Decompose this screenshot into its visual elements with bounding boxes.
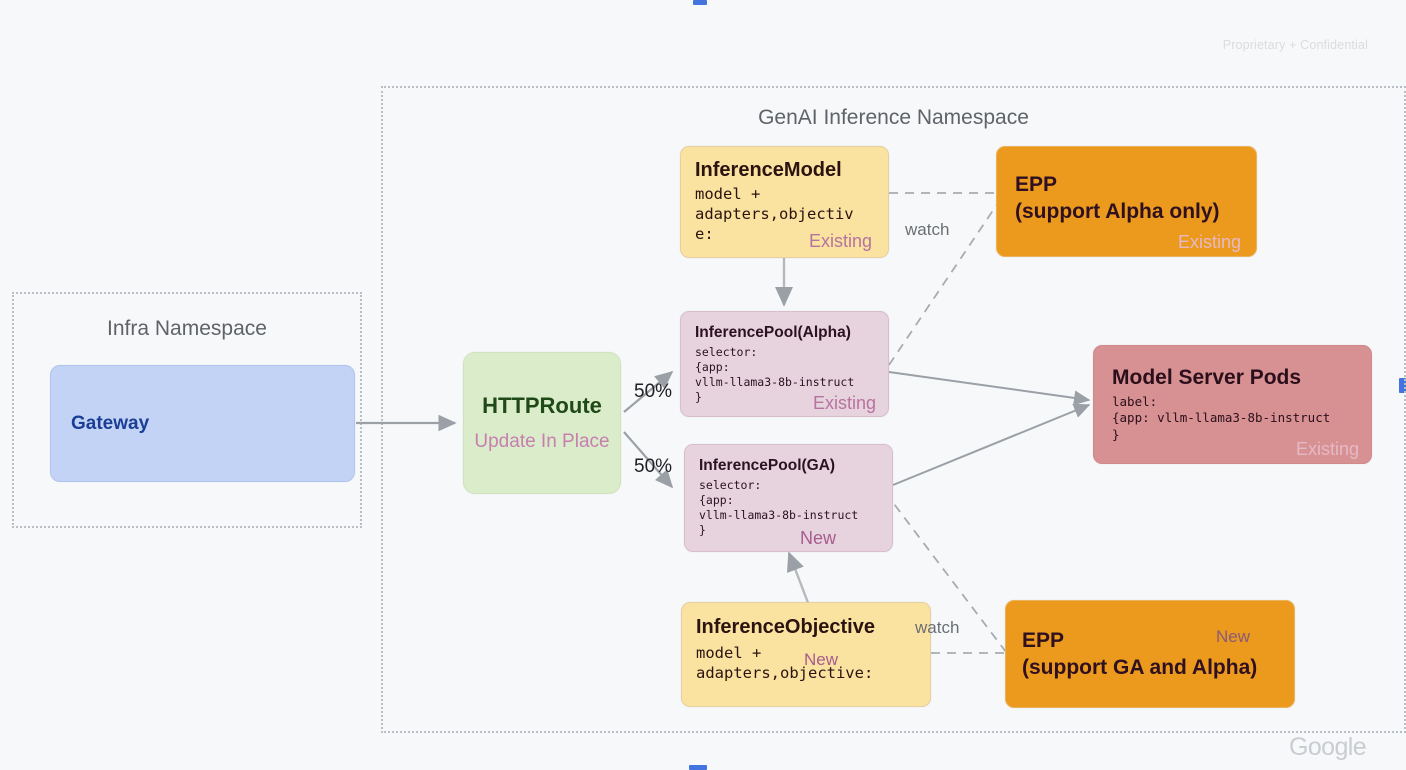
epp-ga-tag: New <box>1216 627 1251 646</box>
inference-pool-alpha-title: InferencePool(Alpha) <box>695 324 851 341</box>
gateway-title: Gateway <box>71 412 150 434</box>
epp-ga-title-line1: EPP <box>1022 629 1065 652</box>
inference-pool-ga-title: InferencePool(GA) <box>699 457 836 474</box>
epp-alpha-tag: Existing <box>1177 232 1241 252</box>
selection-handle-bottom[interactable] <box>689 765 707 770</box>
node-inference-pool-ga[interactable]: InferencePool(GA) selector: {app: vllm-l… <box>684 444 893 552</box>
infra-namespace-container <box>12 292 362 528</box>
inference-pool-ga-tag: New <box>799 528 836 548</box>
watch-label-bottom: watch <box>915 618 960 637</box>
model-server-pods-title: Model Server Pods <box>1112 366 1302 389</box>
epp-alpha-title-line1: EPP <box>1015 173 1058 196</box>
node-inference-objective[interactable]: InferenceObjective model + adapters,obje… <box>681 602 931 707</box>
inference-objective-tag: New <box>804 650 839 669</box>
inference-model-tag: Existing <box>808 231 872 251</box>
inference-pool-alpha-tag: Existing <box>812 393 876 413</box>
model-server-pods-tag: Existing <box>1295 439 1359 459</box>
confidential-watermark: Proprietary + Confidential <box>1222 38 1368 52</box>
node-inference-model[interactable]: InferenceModel model + adapters,objectiv… <box>680 146 889 258</box>
node-gateway[interactable]: Gateway <box>50 365 355 482</box>
epp-ga-title-line2: (support GA and Alpha) <box>1022 656 1258 680</box>
genai-namespace-title: GenAI Inference Namespace <box>758 106 1029 129</box>
httproute-subtitle: Update In Place <box>474 430 610 452</box>
node-epp-ga[interactable]: EPP (support GA and Alpha) New <box>1005 600 1295 708</box>
selection-handle-top[interactable] <box>693 0 707 5</box>
epp-alpha-title-line2: (support Alpha only) <box>1015 200 1220 224</box>
inference-model-title: InferenceModel <box>695 159 842 181</box>
inference-objective-title: InferenceObjective <box>696 616 875 638</box>
split-label-bottom: 50% <box>634 456 673 477</box>
watch-label-top: watch <box>905 220 950 239</box>
infra-namespace-title: Infra Namespace <box>107 317 267 340</box>
inference-model-body: model + adapters,objectiv e: <box>695 185 854 244</box>
node-epp-alpha[interactable]: EPP (support Alpha only) Existing <box>996 146 1257 257</box>
genai-namespace-container <box>381 86 1406 733</box>
split-label-top: 50% <box>634 381 673 402</box>
inference-objective-body: model + adapters,objective: <box>696 644 874 683</box>
httproute-title: HTTPRoute <box>482 393 602 419</box>
node-httproute[interactable]: HTTPRoute Update In Place <box>463 352 621 494</box>
node-model-server-pods[interactable]: Model Server Pods label: {app: vllm-llam… <box>1093 345 1372 464</box>
selection-handle-right[interactable] <box>1399 378 1406 393</box>
inference-pool-ga-body: selector: {app: vllm-llama3-8b-instruct … <box>699 477 859 537</box>
google-watermark: Google <box>1288 733 1367 761</box>
node-inference-pool-alpha[interactable]: InferencePool(Alpha) selector: {app: vll… <box>680 311 889 417</box>
model-server-pods-body: label: {app: vllm-llama3-8b-instruct } <box>1112 394 1331 442</box>
inference-pool-alpha-body: selector: {app: vllm-llama3-8b-instruct … <box>695 344 855 404</box>
